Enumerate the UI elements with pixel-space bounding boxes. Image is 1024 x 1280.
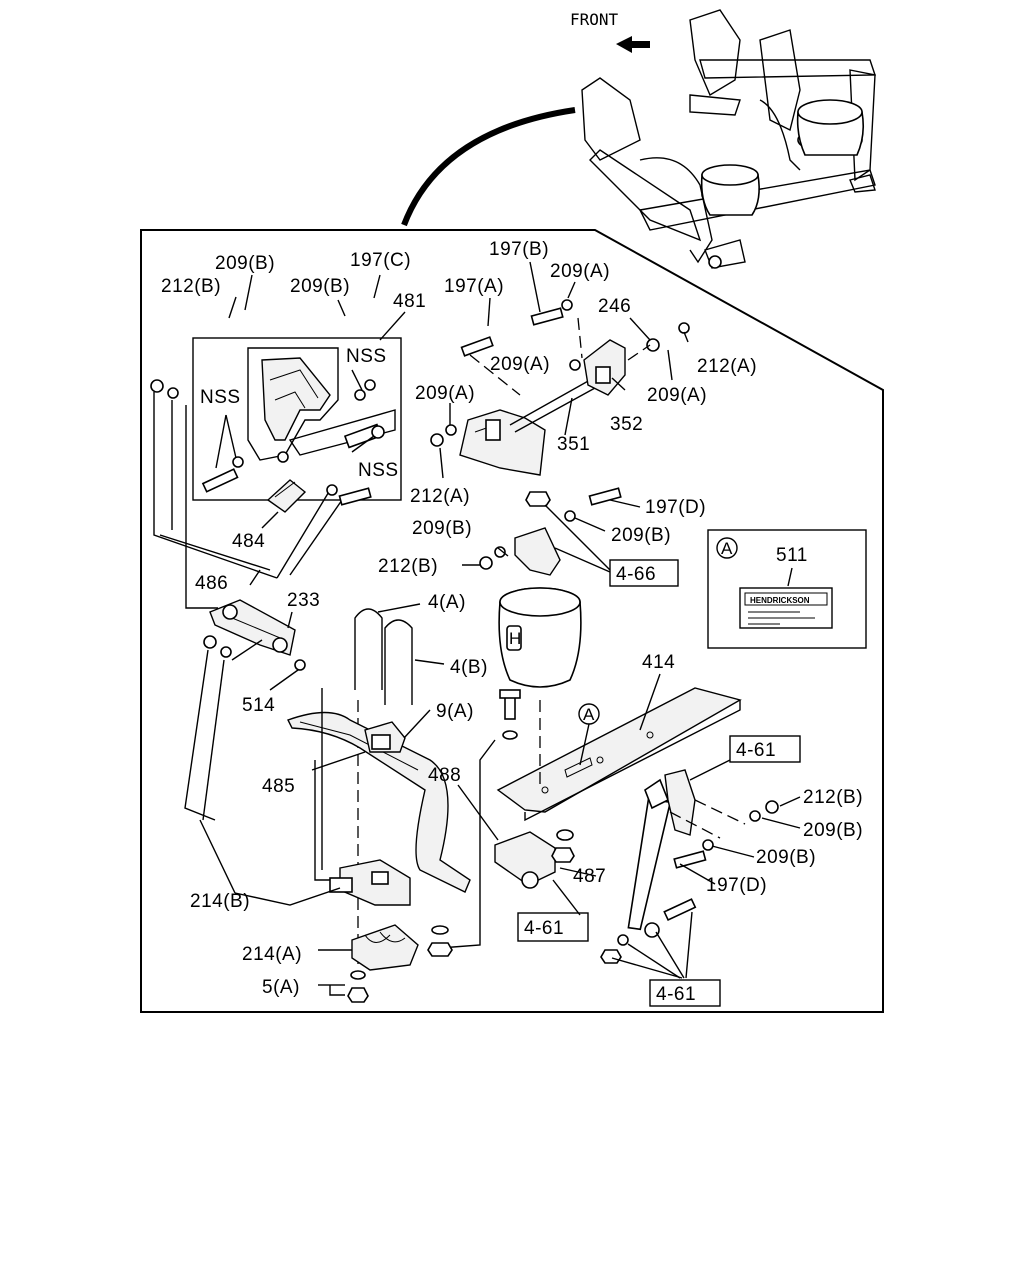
callout-209b-shock: 209(B) <box>803 820 863 841</box>
callout-351: 351 <box>557 434 590 455</box>
callout-214b: 214(B) <box>190 891 250 912</box>
detail-frame <box>140 229 884 1013</box>
callout-488: 488 <box>428 765 461 786</box>
callout-nss-bottom: NSS <box>358 460 399 481</box>
ref-box-4-61-shock[interactable] <box>649 979 721 1007</box>
ref-box-4-61-shock-label: 4-61 <box>656 984 696 1005</box>
overview-pointer-arc <box>401 107 576 227</box>
callout-209a-right: 209(A) <box>647 385 707 406</box>
hanger-rail-414 <box>496 687 742 822</box>
callout-212a-right: 212(A) <box>697 356 757 377</box>
callout-511: 511 <box>776 545 808 566</box>
callout-209a-center: 209(A) <box>490 354 550 375</box>
ref-box-4-66-label: 4-66 <box>616 564 656 585</box>
ref-box-4-61-rail-label: 4-61 <box>736 740 776 761</box>
torque-rod-233 <box>203 599 306 671</box>
callout-212b-shock: 212(B) <box>803 787 863 808</box>
inset-decal-511: A HENDRICKSON <box>707 529 867 649</box>
callout-487: 487 <box>573 866 606 887</box>
callout-4a: 4(A) <box>428 592 466 613</box>
callout-209a-top: 209(A) <box>550 261 610 282</box>
overview-assembly-illustration: FRONT <box>401 9 876 269</box>
front-arrow-icon <box>616 36 650 53</box>
callout-nss-right: NSS <box>346 346 387 367</box>
callout-labels: 209(B) 212(B) 209(B) 197(C) 481 197(B) 1… <box>161 239 863 998</box>
callout-4b: 4(B) <box>450 657 488 678</box>
callout-352: 352 <box>610 414 643 435</box>
hanger-bracket-488 <box>427 689 575 957</box>
front-label: FRONT <box>570 10 619 29</box>
callout-484: 484 <box>232 531 265 552</box>
callout-233: 233 <box>287 590 320 611</box>
callout-212a-left: 212(A) <box>410 486 470 507</box>
callout-197b: 197(B) <box>489 239 549 260</box>
callout-481: 481 <box>393 291 426 312</box>
callout-209b-top: 209(B) <box>215 253 275 274</box>
airbag-logo: H <box>509 629 521 648</box>
ref-box-4-61-hanger[interactable] <box>517 912 589 942</box>
ref-box-4-61-hanger-label: 4-61 <box>524 918 564 939</box>
callout-197c: 197(C) <box>350 250 411 271</box>
callout-414: 414 <box>642 652 675 673</box>
axle-seat <box>329 859 419 1003</box>
callout-212b-airspring: 212(B) <box>378 556 438 577</box>
decal-brand-text: HENDRICKSON <box>750 596 810 605</box>
inset-marker-letter: A <box>721 539 733 558</box>
callout-197d-shock: 197(D) <box>706 875 767 896</box>
air-spring: H <box>479 487 622 790</box>
callout-514: 514 <box>242 695 275 716</box>
callout-209a-left: 209(A) <box>415 383 475 404</box>
leader-lines <box>184 261 801 986</box>
callout-212b-top: 212(B) <box>161 276 221 297</box>
callout-486: 486 <box>195 573 228 594</box>
rail-marker-letter: A <box>583 705 595 724</box>
callout-9a: 9(A) <box>436 701 474 722</box>
callout-209b-shock-lower: 209(B) <box>756 847 816 868</box>
callout-209b-airspring: 209(B) <box>412 518 472 539</box>
callout-197a: 197(A) <box>444 276 504 297</box>
leaf-spring-485 <box>287 711 471 893</box>
ref-box-4-66[interactable] <box>609 559 679 587</box>
bracket-481-group <box>192 337 402 513</box>
callout-246: 246 <box>598 296 631 317</box>
left-hardware <box>150 379 372 609</box>
callout-5a: 5(A) <box>262 977 300 998</box>
callout-nss-left: NSS <box>200 387 241 408</box>
callout-214a: 214(A) <box>242 944 302 965</box>
callout-209b-airspring-right: 209(B) <box>611 525 671 546</box>
reference-boxes: 4-66 4-61 4-61 4-61 <box>517 559 801 1007</box>
u-bolts <box>354 608 413 965</box>
callout-485: 485 <box>262 776 295 797</box>
callout-197d-top: 197(D) <box>645 497 706 518</box>
callout-209b-mid: 209(B) <box>290 276 350 297</box>
shock-absorber <box>600 769 779 964</box>
ref-box-4-61-rail[interactable] <box>729 735 801 763</box>
axle-beam-group <box>430 299 690 476</box>
